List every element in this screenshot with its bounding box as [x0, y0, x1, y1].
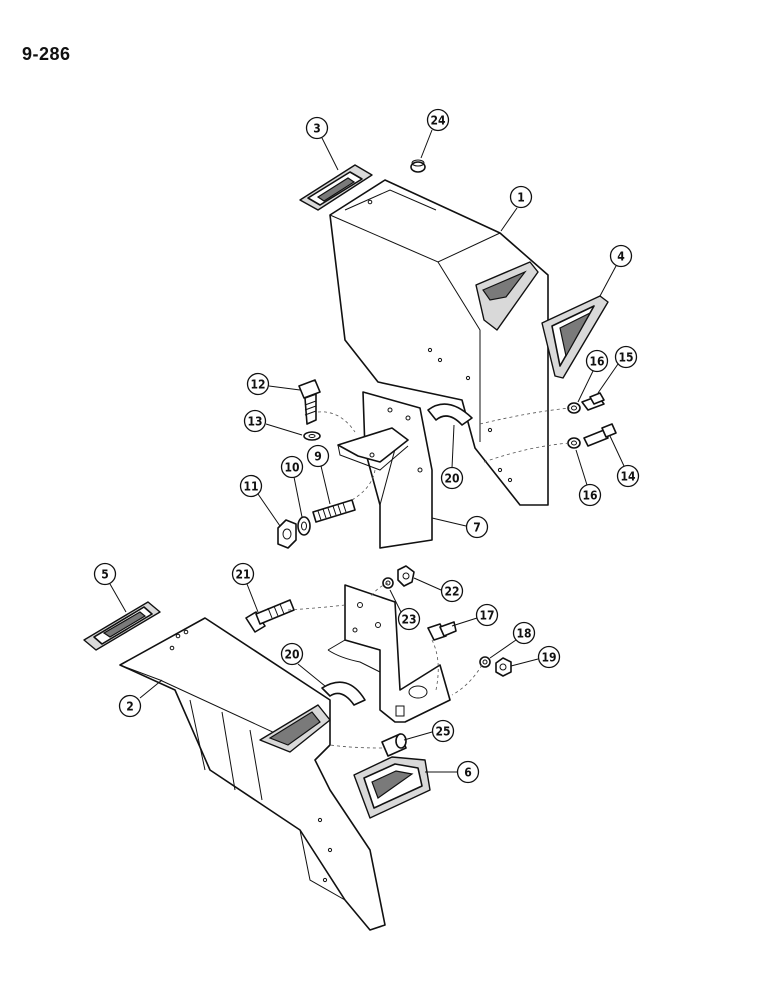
part-24-plug: [410, 159, 426, 173]
callout-25-label: 25: [435, 725, 450, 739]
part-14-bolt: [583, 423, 617, 447]
part-4-grommet: [541, 295, 609, 379]
callout-14: 14: [609, 435, 640, 488]
callout-18-label: 18: [516, 627, 531, 641]
part-18-washer: [479, 656, 491, 668]
callout-13: 13: [243, 409, 303, 436]
part-17-bolt: [427, 621, 457, 641]
part-16-washer-lower: [567, 437, 581, 449]
callout-15-label: 15: [618, 351, 633, 365]
callout-23-label: 23: [401, 613, 416, 627]
callout-12: 12: [246, 372, 301, 396]
part-9-stud: [312, 499, 356, 523]
callout-10: 10: [280, 455, 304, 518]
part-7-bracket: [337, 391, 433, 549]
callout-3: 3: [305, 116, 339, 171]
callout-5: 5: [93, 562, 127, 613]
lower-bracket: [327, 584, 451, 723]
part-21-bolt: [245, 599, 295, 633]
callout-20-lower: 20: [280, 642, 326, 687]
part-10-washer: [297, 516, 311, 536]
part-13-washer: [303, 431, 321, 441]
callout-14-label: 14: [620, 470, 636, 484]
part-16-washer-upper: [567, 402, 581, 414]
callout-21-label: 21: [235, 568, 250, 582]
callout-16-lower: 16: [575, 449, 602, 507]
callout-13-label: 13: [247, 415, 262, 429]
callout-22: 22: [413, 577, 464, 603]
part-6-grommet: [353, 756, 431, 819]
part-20-half-clamp-upper: [427, 403, 473, 426]
callout-15: 15: [597, 345, 638, 394]
part-25-bushing: [381, 733, 407, 757]
callout-17: 17: [451, 603, 499, 627]
callout-11: 11: [239, 474, 281, 527]
callout-4: 4: [599, 244, 633, 297]
part-22-nut: [397, 565, 415, 587]
callout-9: 9: [306, 444, 331, 505]
callout-24: 24: [420, 108, 450, 159]
callout-3-label: 3: [313, 122, 321, 136]
assembly-guide-lines: [287, 407, 571, 749]
callout-16-upper: 16: [577, 349, 609, 403]
callout-17-label: 17: [479, 609, 494, 623]
page-number: 9-286: [22, 44, 71, 64]
part-11-nut: [277, 519, 297, 549]
part-5-grommet: [83, 601, 161, 651]
callout-19-label: 19: [541, 651, 556, 665]
part-1-upper-panel: [329, 179, 549, 506]
callout-5-label: 5: [101, 568, 109, 582]
callout-10-label: 10: [284, 461, 299, 475]
callout-24-label: 24: [430, 114, 446, 128]
callout-6-label: 6: [464, 766, 472, 780]
part-12-bolt: [298, 379, 321, 425]
callout-20-lower-label: 20: [284, 648, 299, 662]
callout-7-label: 7: [473, 521, 481, 535]
callout-16-upper-label: 16: [589, 355, 604, 369]
callout-25: 25: [403, 719, 455, 743]
callout-2-label: 2: [126, 700, 134, 714]
callout-4-label: 4: [617, 250, 625, 264]
part-15-bolt: [581, 392, 605, 411]
part-20-half-clamp-lower: [321, 681, 366, 706]
callout-12-label: 12: [250, 378, 265, 392]
callout-23: 23: [389, 589, 421, 631]
callout-21: 21: [231, 562, 259, 613]
callout-16-lower-label: 16: [582, 489, 597, 503]
part-2-lower-panel: [119, 617, 386, 931]
callout-20-upper: 20: [440, 424, 464, 490]
callout-11-label: 11: [243, 480, 258, 494]
part-23-washer: [382, 577, 394, 589]
callout-9-label: 9: [314, 450, 322, 464]
callout-22-label: 22: [444, 585, 459, 599]
part-19-nut: [495, 657, 512, 677]
callout-20-upper-label: 20: [444, 472, 459, 486]
callout-6: 6: [425, 760, 480, 784]
callout-1: 1: [500, 185, 533, 232]
part-3-grommet: [299, 164, 373, 211]
callout-19: 19: [510, 645, 561, 669]
callout-7: 7: [431, 515, 489, 539]
callout-18: 18: [489, 621, 536, 659]
callout-1-label: 1: [517, 191, 525, 205]
callout-2: 2: [118, 679, 163, 718]
